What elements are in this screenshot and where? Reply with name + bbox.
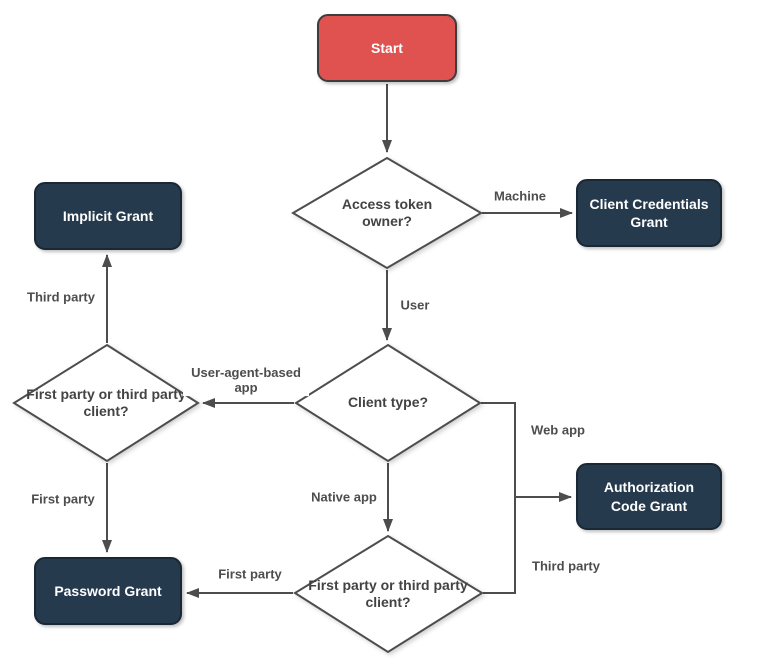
decision-first-or-third-party-left-shape: [12, 343, 200, 463]
node-start: Start: [317, 14, 457, 82]
node-client-credentials-grant-label: Client Credentials Grant: [589, 195, 709, 230]
edge-label-native-app: Native app: [309, 489, 379, 506]
edge-label-user-agent-based-app: User-agent-based app: [183, 365, 309, 396]
edge-third-party-to-authorization-code: [483, 498, 516, 594]
node-authorization-code-grant: Authorization Code Grant: [576, 463, 722, 530]
edge-label-web-app: Web app: [529, 422, 587, 439]
edge-label-third-party-right: Third party: [530, 558, 602, 575]
edge-label-machine: Machine: [491, 188, 549, 205]
node-authorization-code-grant-label: Authorization Code Grant: [603, 479, 695, 514]
edge-web-app-to-authorization-code: [481, 402, 572, 502]
edge-label-user: User: [398, 297, 432, 314]
decision-first-or-third-party-bottom-shape: [293, 534, 484, 654]
edge-label-third-party-left: Third party: [25, 289, 97, 306]
decision-access-token-owner-shape: [291, 156, 483, 270]
node-password-grant-label: Password Grant: [54, 582, 162, 599]
node-start-label: Start: [371, 39, 403, 56]
node-client-credentials-grant: Client Credentials Grant: [576, 179, 722, 247]
node-password-grant: Password Grant: [34, 557, 182, 625]
edge-label-first-party-bottom: First party: [216, 566, 284, 583]
node-implicit-grant-label: Implicit Grant: [62, 207, 154, 224]
node-implicit-grant: Implicit Grant: [34, 182, 182, 250]
decision-client-type-shape: [294, 343, 482, 463]
edge-label-first-party-left: First party: [29, 491, 97, 508]
